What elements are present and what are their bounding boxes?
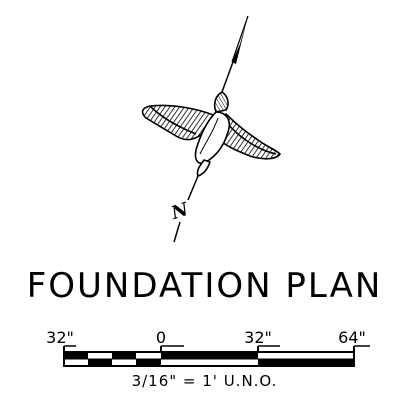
north-arrow: N (141, 15, 281, 243)
north-label: N (168, 199, 193, 225)
scale-bar-subdivisions (64, 352, 161, 366)
arrow-shaft-tail (173, 221, 181, 243)
arrow-tip-icon (231, 15, 249, 64)
scale-note: 3/16" = 1' U.N.O. (131, 372, 278, 390)
scale-tick-label: 32" (244, 328, 272, 347)
scale-tick-label: 32" (46, 328, 74, 347)
scale-tick-label: 0 (156, 328, 166, 347)
scale-bar-segments (161, 352, 354, 366)
arrow-shaft-upper (221, 61, 234, 93)
arrow-shaft-lower (187, 175, 199, 201)
drawing-title: FOUNDATION PLAN (26, 266, 383, 306)
graphic-scale-bar: 32" 0 32" 64" (46, 328, 370, 367)
scale-tick-label: 64" (338, 328, 366, 347)
bird-north-arrow-icon (141, 91, 281, 177)
